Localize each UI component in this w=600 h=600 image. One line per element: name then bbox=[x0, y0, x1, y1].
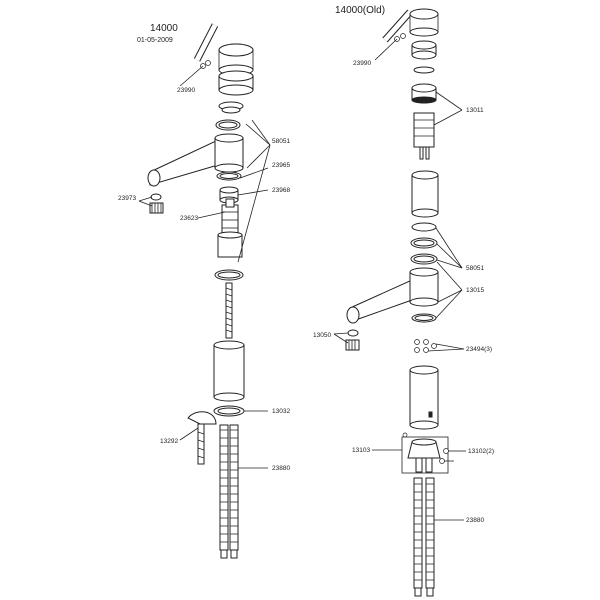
left-label-23968: 23968 bbox=[272, 187, 290, 194]
left-cap-ring bbox=[218, 70, 254, 96]
right-small-ring bbox=[413, 66, 435, 74]
left-base-tube bbox=[213, 340, 245, 402]
right-label-13103: 13103 bbox=[352, 447, 370, 454]
right-bracket-screws bbox=[439, 448, 458, 464]
right-label-13011: 13011 bbox=[466, 107, 484, 114]
right-label-13102: 13102(2) bbox=[468, 448, 494, 455]
left-model-date: 01-05-2009 bbox=[137, 37, 173, 44]
left-label-13032: 13032 bbox=[272, 408, 290, 415]
right-base-tube bbox=[409, 365, 439, 430]
left-model-title: 14000 bbox=[150, 23, 178, 34]
left-mounting-bracket bbox=[187, 411, 217, 465]
left-supply-hoses bbox=[219, 424, 239, 559]
left-label-23973: 23973 bbox=[118, 195, 136, 202]
left-threaded-rod bbox=[225, 282, 233, 339]
right-oring-1 bbox=[411, 222, 437, 232]
right-part-labels: 23990 13011 58051 13015 13050 23494(3) 1… bbox=[313, 60, 494, 524]
left-label-58051: 58051 bbox=[272, 138, 290, 145]
left-exploded-view: 23990 58051 23965 23968 23973 23623 1303… bbox=[118, 23, 290, 559]
right-screws bbox=[414, 339, 437, 353]
left-label-13292: 13292 bbox=[160, 438, 178, 445]
left-leader-lines bbox=[138, 65, 271, 469]
right-cap-ring bbox=[411, 40, 437, 60]
right-label-58051: 58051 bbox=[466, 265, 484, 272]
left-label-23990: 23990 bbox=[177, 87, 195, 94]
left-label-23965: 23965 bbox=[272, 162, 290, 169]
right-leader-lines bbox=[333, 38, 466, 521]
right-label-13050: 13050 bbox=[313, 332, 331, 339]
right-mounting-assembly bbox=[401, 432, 449, 474]
left-part-labels: 23990 58051 23965 23968 23973 23623 1303… bbox=[118, 87, 290, 472]
right-exploded-view: 23990 13011 58051 13015 13050 23494(3) 1… bbox=[313, 8, 494, 597]
left-spout bbox=[147, 133, 244, 187]
left-label-23623: 23623 bbox=[180, 215, 198, 222]
left-cartridge bbox=[217, 198, 243, 258]
right-label-23494: 23494(3) bbox=[466, 346, 492, 353]
right-label-23990: 23990 bbox=[353, 60, 371, 67]
right-cartridge bbox=[411, 83, 437, 160]
right-model-title: 14000(Old) bbox=[335, 5, 386, 16]
right-supply-hoses bbox=[413, 477, 435, 597]
right-handle bbox=[382, 8, 439, 43]
right-label-13015: 13015 bbox=[466, 287, 484, 294]
right-label-23880: 23880 bbox=[466, 517, 484, 524]
right-body-column bbox=[411, 170, 439, 218]
left-label-23880: 23880 bbox=[272, 465, 290, 472]
